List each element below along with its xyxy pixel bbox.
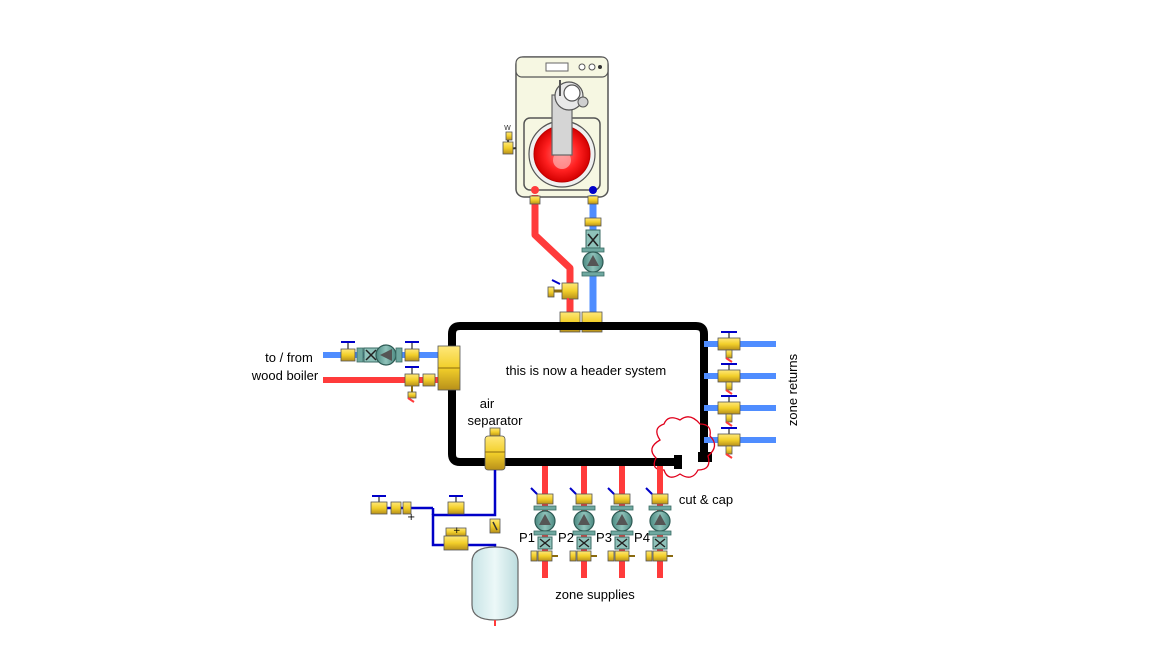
svg-text:+: + [453, 526, 461, 536]
zone-returns [704, 341, 776, 443]
ball-valve-icon [717, 395, 741, 427]
zone-pump-station: P3 [596, 466, 635, 578]
circulator-pump-icon [572, 505, 596, 536]
zone-supply-pumps: P1 P2 P3 P4 [519, 466, 673, 578]
pressure-reducing-valve-icon: + [443, 526, 469, 551]
to-from-label: to / from [265, 350, 313, 365]
flow-check-icon [576, 536, 592, 550]
zone-pump-station: P4 [634, 466, 673, 578]
flow-check-icon [537, 536, 553, 550]
circulator-pump-icon [581, 217, 605, 277]
air-separator-icon [484, 427, 506, 471]
ball-valve-icon [645, 550, 673, 562]
flow-check-icon [614, 536, 630, 550]
ball-valve-icon [447, 495, 465, 515]
zone-returns-label: zone returns [785, 353, 800, 426]
ball-valve-icon [607, 487, 631, 505]
svg-text:+: + [407, 512, 415, 523]
zone-return-valves [717, 331, 741, 459]
ball-valve-icon [530, 487, 554, 505]
wood-boiler-label: wood boiler [251, 368, 319, 383]
zone-supplies-label: zone supplies [555, 587, 635, 602]
separator-label: separator [468, 413, 524, 428]
ball-valve-icon [645, 487, 669, 505]
header-system-label: this is now a header system [506, 363, 666, 378]
cut-cap-label: cut & cap [679, 492, 733, 507]
circulator-pump-icon [648, 505, 672, 536]
ball-valve-icon [489, 518, 501, 534]
zone-pump-station: P2 [558, 466, 597, 578]
ball-valve-icon [547, 279, 579, 305]
ball-valve-icon [569, 550, 597, 562]
pump-label: P3 [596, 530, 612, 545]
pump-label: P4 [634, 530, 650, 545]
circulator-pump-icon [610, 505, 634, 536]
air-label: air [480, 396, 495, 411]
ball-valve-icon [404, 341, 420, 362]
ball-valve-icon [340, 341, 356, 362]
ball-valve-icon [370, 495, 388, 515]
circulator-pump-icon [356, 344, 403, 366]
header-loop-pipe [448, 322, 708, 466]
ball-valve-icon [717, 363, 741, 395]
ball-valve-icon [717, 331, 741, 363]
ball-valve-icon [404, 366, 420, 403]
ball-valve-icon [717, 427, 741, 459]
ball-valve-icon [569, 487, 593, 505]
flow-check-icon [652, 536, 668, 550]
zone-pump-station: P1 [519, 466, 558, 578]
ball-valve-icon [607, 550, 635, 562]
boiler-icon: W [502, 56, 609, 198]
svg-text:W: W [504, 124, 511, 132]
ball-valve-icon [422, 373, 436, 387]
ball-valve-icon [530, 550, 558, 562]
flow-check-icon: + [390, 501, 415, 523]
pump-label: P2 [558, 530, 574, 545]
expansion-tank-icon [471, 546, 519, 626]
circulator-pump-icon [533, 505, 557, 536]
pump-label: P1 [519, 530, 535, 545]
